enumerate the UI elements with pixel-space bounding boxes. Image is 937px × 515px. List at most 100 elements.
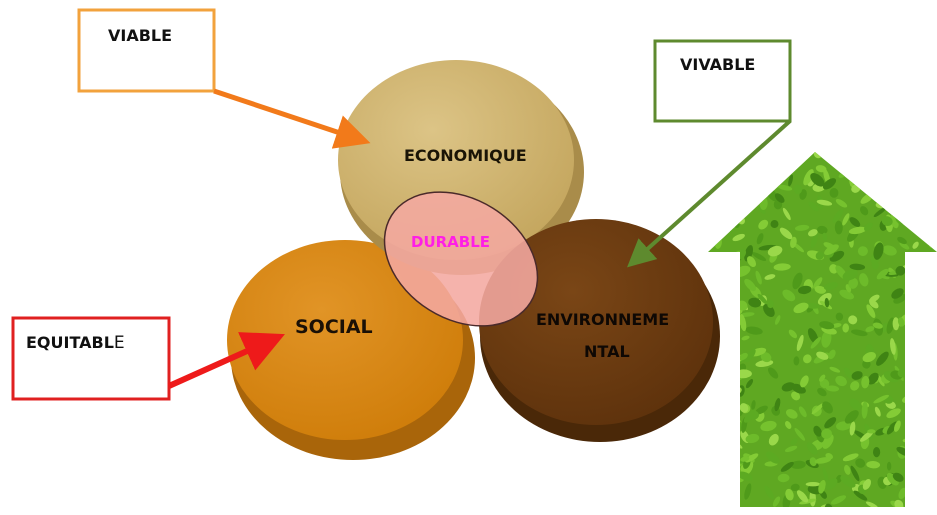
leaf xyxy=(887,165,900,175)
leaf xyxy=(829,366,841,373)
leaf xyxy=(916,339,929,352)
leaf xyxy=(906,416,915,425)
leaf xyxy=(849,421,856,436)
leaf xyxy=(730,428,741,434)
leaf xyxy=(718,471,729,476)
leaf xyxy=(886,408,901,419)
leaf xyxy=(708,402,719,412)
leaf xyxy=(737,471,753,481)
leaf xyxy=(822,232,828,241)
leaf xyxy=(726,202,734,211)
leaf xyxy=(723,473,735,490)
leaf xyxy=(720,221,730,231)
leaf xyxy=(725,359,730,368)
leaf xyxy=(724,305,729,317)
leaf xyxy=(790,438,798,446)
leaf xyxy=(867,372,879,385)
leaf xyxy=(708,154,719,172)
leaf xyxy=(876,171,889,177)
leaf xyxy=(731,152,742,162)
social-disc: SOCIAL xyxy=(227,240,475,460)
leaf xyxy=(931,377,937,392)
leaf xyxy=(825,385,840,392)
leaf xyxy=(793,184,803,195)
leaf xyxy=(745,461,754,475)
leaf xyxy=(861,375,870,389)
leaf xyxy=(768,433,779,446)
leaf xyxy=(814,285,826,294)
leaf xyxy=(916,490,926,500)
leaf xyxy=(739,403,749,413)
leaf xyxy=(819,374,826,382)
leaf xyxy=(913,434,923,442)
leaf xyxy=(779,227,793,240)
leaf xyxy=(722,216,732,226)
leaf xyxy=(708,496,712,507)
leaf xyxy=(817,225,828,235)
leaf xyxy=(774,193,785,203)
leaf xyxy=(716,269,729,279)
leaf xyxy=(809,457,817,467)
leaf xyxy=(725,478,736,490)
leaf xyxy=(918,438,934,446)
leaf xyxy=(835,199,848,208)
leaf xyxy=(878,155,891,164)
leaf xyxy=(708,454,714,467)
leaf xyxy=(796,490,809,503)
leaf xyxy=(817,387,827,397)
leaf xyxy=(865,501,879,507)
leaf xyxy=(803,169,814,186)
leaf xyxy=(906,380,917,395)
leaf xyxy=(732,233,745,242)
leaf xyxy=(925,203,937,210)
leaf xyxy=(913,390,923,407)
leaf xyxy=(717,152,731,163)
leaf xyxy=(729,282,739,299)
leaf xyxy=(721,421,729,434)
equitable-arrow xyxy=(167,332,285,389)
leaf xyxy=(710,219,721,232)
leaf xyxy=(774,315,781,325)
vivable-label: VIVABLE xyxy=(680,55,755,74)
leaf xyxy=(886,317,895,334)
environnemental-label-line1: ENVIRONNEME xyxy=(536,310,669,329)
leaf xyxy=(923,152,934,155)
leaf xyxy=(822,178,837,190)
equitable-box xyxy=(11,316,171,401)
leaf xyxy=(930,172,937,188)
leaf xyxy=(922,470,933,480)
leaf xyxy=(843,367,853,379)
leaf xyxy=(773,263,791,271)
economique-label: ECONOMIQUE xyxy=(404,146,527,165)
equitable-label-tail: E xyxy=(114,333,125,353)
leaf xyxy=(808,229,818,237)
leaf xyxy=(726,469,741,478)
leaf xyxy=(860,206,869,216)
leaf xyxy=(865,326,875,333)
leaf xyxy=(816,199,833,206)
leaf xyxy=(825,453,833,460)
leaf xyxy=(756,233,764,245)
leaf xyxy=(864,152,874,166)
leaf xyxy=(726,371,740,383)
leaf xyxy=(740,456,750,462)
leaf xyxy=(718,478,729,489)
leaf xyxy=(836,421,851,431)
leaf xyxy=(708,167,724,180)
leaf xyxy=(726,254,736,262)
leaf xyxy=(791,391,801,401)
leaf xyxy=(796,334,804,351)
leaf xyxy=(722,324,731,333)
equitable-label-main: EQUITABL xyxy=(26,333,114,352)
leaf xyxy=(770,220,779,228)
leaf xyxy=(803,354,812,364)
leaf xyxy=(708,171,714,181)
leaf xyxy=(880,184,887,201)
leaf xyxy=(774,398,781,412)
leaf xyxy=(798,406,807,418)
leaf xyxy=(708,443,715,455)
leaf xyxy=(932,481,937,493)
leaf xyxy=(785,409,798,419)
leaf xyxy=(841,152,851,156)
